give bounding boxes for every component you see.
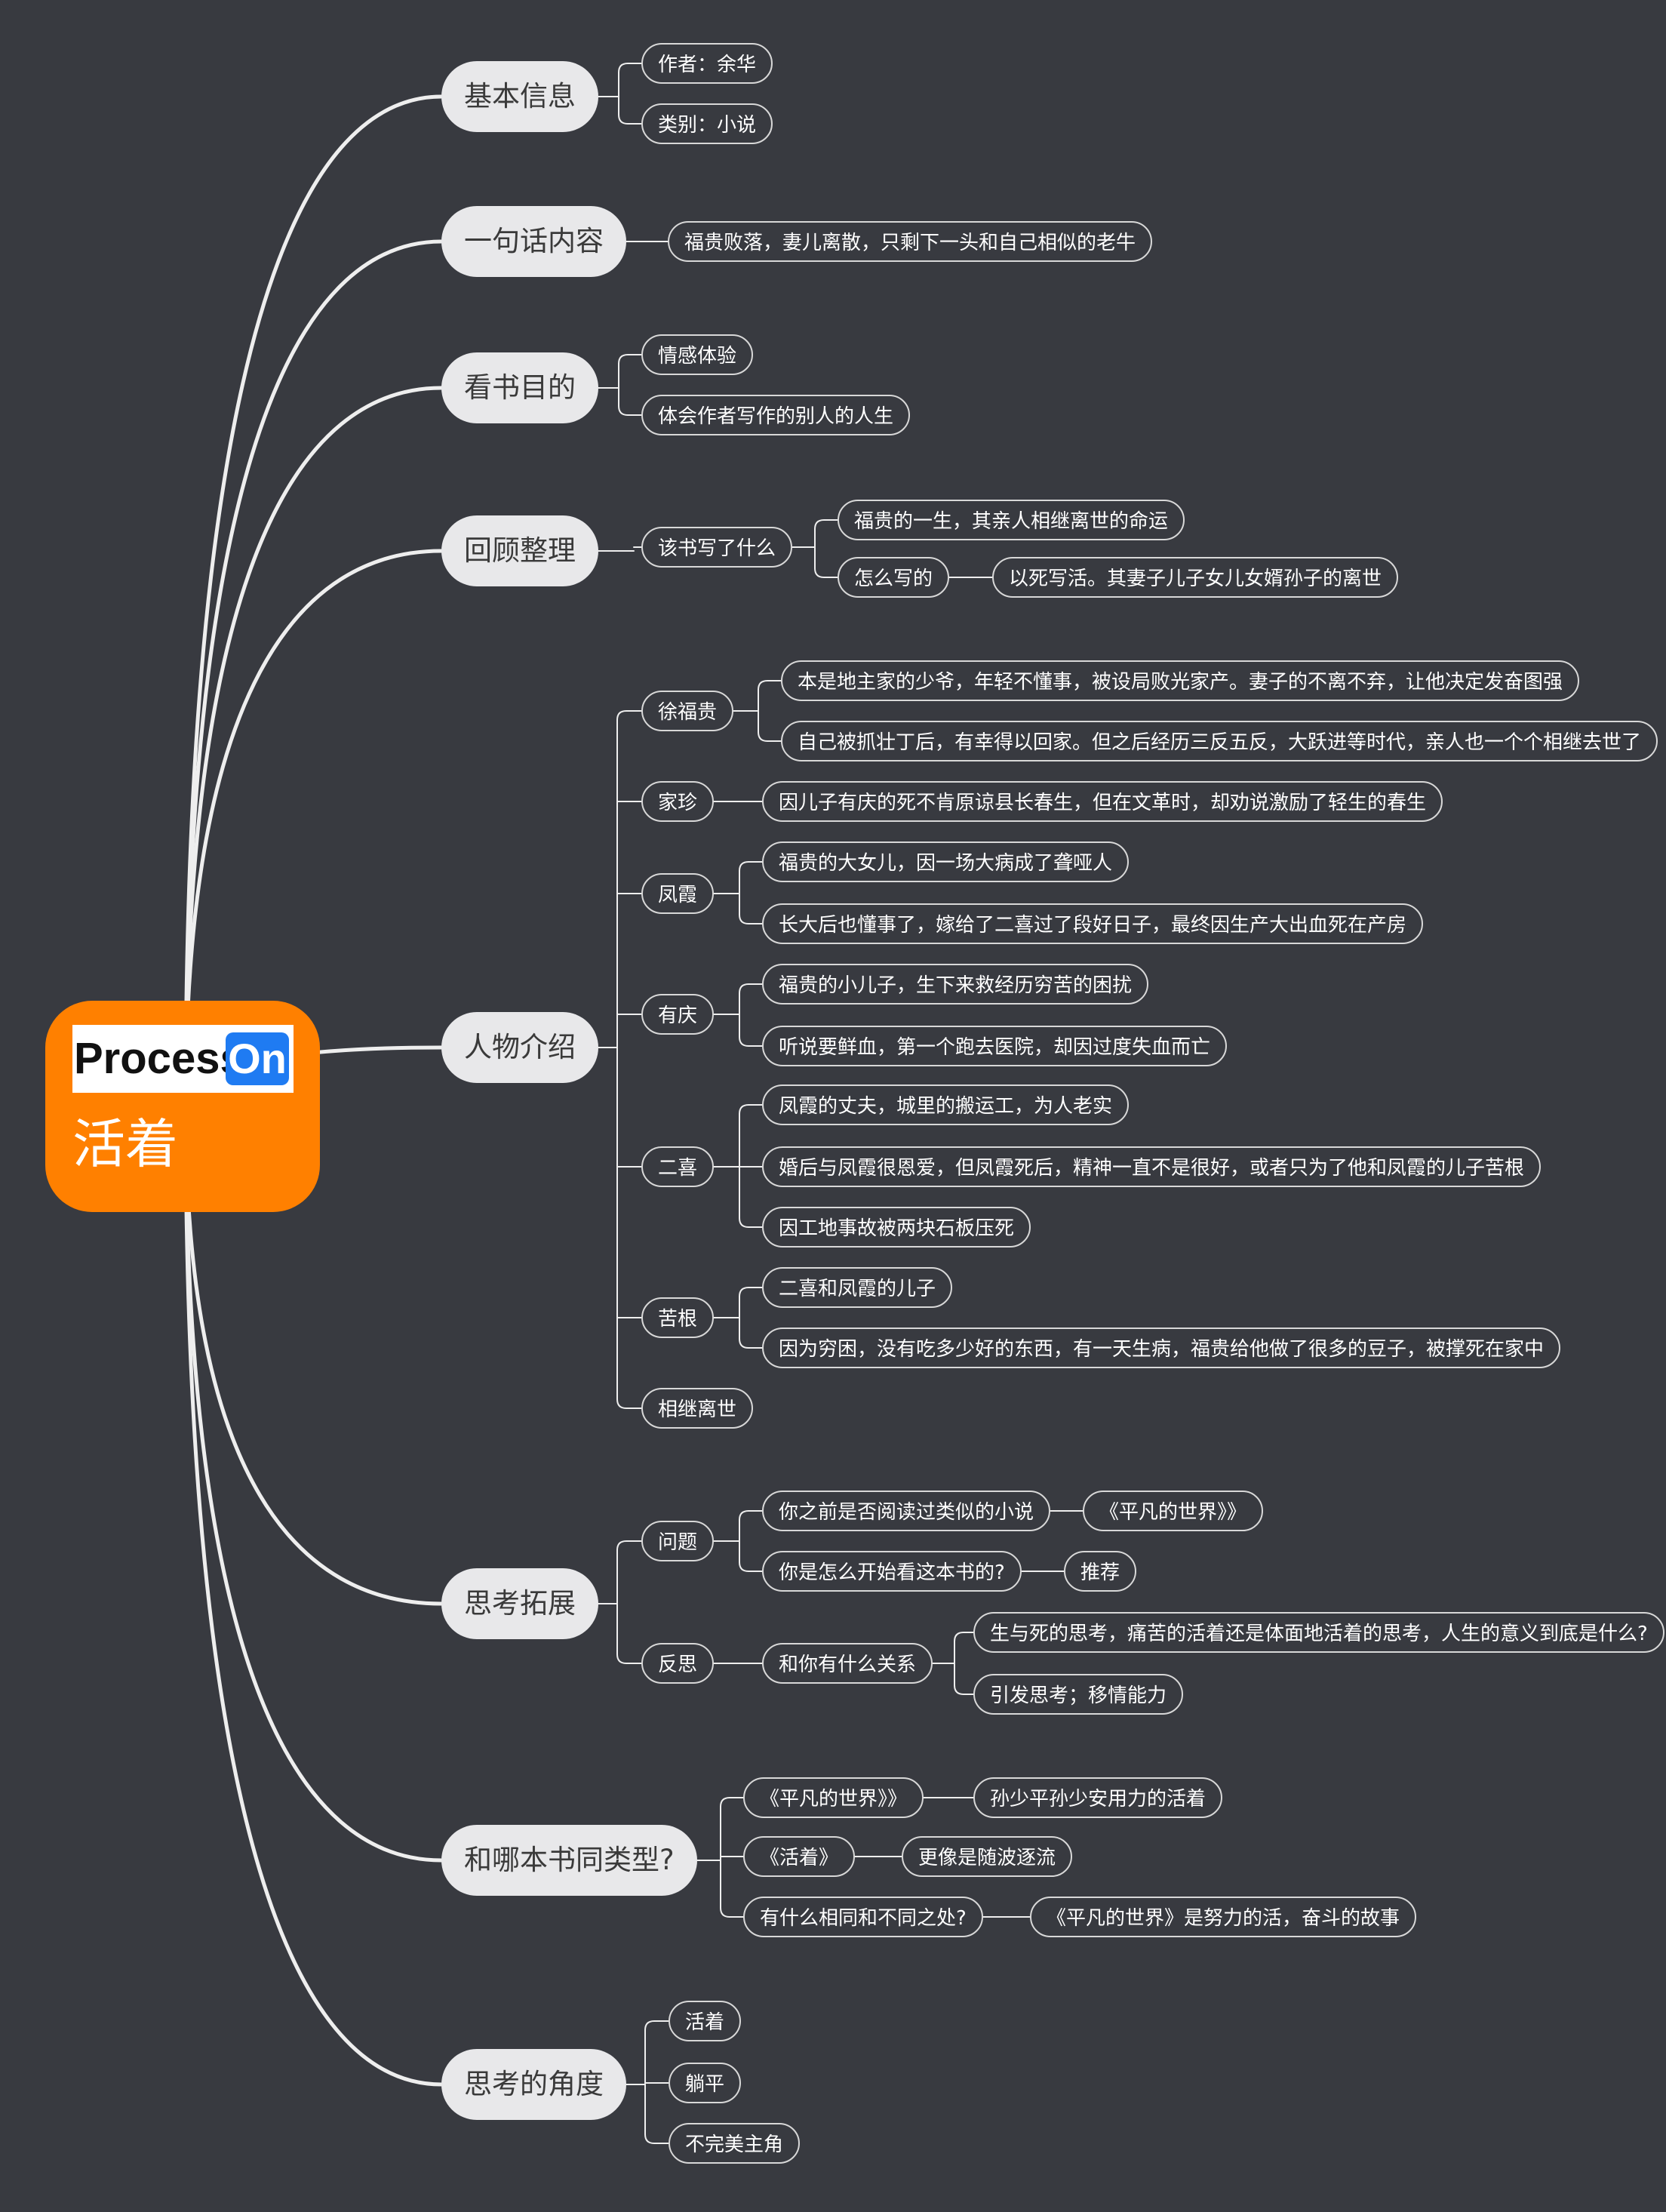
root-topic[interactable]: Process On 活着 bbox=[45, 1001, 320, 1212]
leaf-category[interactable]: 类别：小说 bbox=[641, 103, 773, 144]
leaf-purpose-life[interactable]: 体会作者写作的别人的人生 bbox=[641, 395, 911, 435]
topic-angle[interactable]: 思考的角度 bbox=[441, 2049, 626, 2120]
topic-purpose[interactable]: 看书目的 bbox=[441, 352, 598, 423]
root-title: 活着 bbox=[72, 1113, 178, 1175]
leaf-relation-empathy[interactable]: 引发思考；移情能力 bbox=[973, 1674, 1184, 1715]
connector bbox=[618, 114, 642, 125]
leaf-q1-answer[interactable]: 《平凡的世界》》 bbox=[1083, 1491, 1264, 1531]
leaf-relation[interactable]: 和你有什么关系 bbox=[762, 1643, 933, 1684]
leaf-angle-imperfect[interactable]: 不完美主角 bbox=[669, 2123, 801, 2164]
leaf-reflect[interactable]: 反思 bbox=[641, 1643, 715, 1684]
connector bbox=[720, 1797, 744, 1807]
connector bbox=[954, 1684, 974, 1695]
connector bbox=[739, 1104, 763, 1115]
leaf-similar-book[interactable]: 《平凡的世界》》 bbox=[743, 1777, 924, 1818]
connector bbox=[644, 2134, 669, 2144]
leaf-review-how-answer[interactable]: 以死写活。其妻子儿子女儿女婿孙子的离世 bbox=[992, 557, 1399, 598]
leaf-similar-book[interactable]: 《活着》 bbox=[743, 1836, 856, 1877]
processon-logo: Process On bbox=[72, 1025, 294, 1093]
character-0[interactable]: 徐福贵 bbox=[641, 691, 734, 731]
character-desc[interactable]: 福贵的小儿子，生下来救经历穷苦的困扰 bbox=[762, 964, 1149, 1004]
connector bbox=[616, 1398, 642, 1409]
character-6[interactable]: 相继离世 bbox=[641, 1388, 754, 1429]
topic-thinking[interactable]: 思考拓展 bbox=[441, 1568, 598, 1639]
connector bbox=[618, 63, 642, 73]
connector bbox=[616, 1540, 642, 1551]
leaf-q1[interactable]: 你之前是否阅读过类似的小说 bbox=[762, 1491, 1051, 1531]
connector bbox=[739, 983, 763, 994]
connector bbox=[183, 94, 444, 1109]
character-desc[interactable]: 因儿子有庆的死不肯原谅县长春生，但在文革时，却劝说激励了轻生的春生 bbox=[762, 781, 1443, 822]
topic-summary[interactable]: 一句话内容 bbox=[441, 206, 626, 277]
connector bbox=[183, 239, 444, 1109]
connector bbox=[814, 568, 838, 578]
leaf-similar-book[interactable]: 有什么相同和不同之处? bbox=[743, 1897, 983, 1937]
leaf-q2[interactable]: 你是怎么开始看这本书的? bbox=[762, 1551, 1022, 1592]
connector bbox=[183, 1104, 444, 1606]
connector bbox=[618, 405, 642, 416]
character-desc[interactable]: 因工地事故被两块石板压死 bbox=[762, 1207, 1031, 1248]
connector bbox=[739, 861, 763, 872]
connector bbox=[183, 1104, 444, 1863]
character-desc[interactable]: 福贵的大女儿，因一场大病成了聋哑人 bbox=[762, 841, 1130, 882]
leaf-author[interactable]: 作者：余华 bbox=[641, 43, 773, 84]
leaf-similar-note[interactable]: 《平凡的世界》是努力的活，奋斗的故事 bbox=[1030, 1897, 1417, 1937]
character-2[interactable]: 凤霞 bbox=[641, 873, 715, 914]
topic-characters[interactable]: 人物介绍 bbox=[441, 1012, 598, 1083]
connector bbox=[618, 354, 642, 365]
connector bbox=[758, 731, 782, 742]
topic-review[interactable]: 回顾整理 bbox=[441, 515, 598, 586]
character-desc[interactable]: 凤霞的丈夫，城里的搬运工，为人老实 bbox=[762, 1084, 1130, 1125]
character-desc[interactable]: 听说要鲜血，第一个跑去医院，却因过度失血而亡 bbox=[762, 1026, 1228, 1066]
connector bbox=[758, 680, 782, 691]
connector bbox=[616, 710, 642, 721]
character-4[interactable]: 二喜 bbox=[641, 1146, 715, 1187]
connector bbox=[183, 549, 444, 1109]
connector bbox=[739, 1510, 763, 1521]
topic-similar[interactable]: 和哪本书同类型? bbox=[441, 1825, 697, 1896]
character-1[interactable]: 家珍 bbox=[641, 781, 715, 822]
leaf-q2-answer[interactable]: 推荐 bbox=[1064, 1551, 1137, 1592]
leaf-purpose-emotion[interactable]: 情感体验 bbox=[641, 334, 754, 375]
character-desc[interactable]: 本是地主家的少爷，年轻不懂事，被设局败光家产。妻子的不离不弃，让他决定发奋图强 bbox=[781, 660, 1580, 701]
connector bbox=[739, 1287, 763, 1297]
leaf-review-how[interactable]: 怎么写的 bbox=[838, 557, 950, 598]
leaf-angle-live[interactable]: 活着 bbox=[669, 2001, 742, 2041]
leaf-summary[interactable]: 福贵败落，妻儿离散，只剩下一头和自己相似的老牛 bbox=[668, 221, 1153, 262]
character-3[interactable]: 有庆 bbox=[641, 994, 715, 1035]
connector bbox=[183, 1104, 444, 2087]
leaf-review-fate[interactable]: 福贵的一生，其亲人相继离世的命运 bbox=[838, 500, 1185, 540]
connector bbox=[739, 1338, 763, 1349]
character-5[interactable]: 苦根 bbox=[641, 1297, 715, 1338]
leaf-similar-note[interactable]: 更像是随波逐流 bbox=[902, 1836, 1073, 1877]
connector bbox=[814, 519, 838, 530]
connector bbox=[739, 1217, 763, 1228]
leaf-review-what[interactable]: 该书写了什么 bbox=[641, 527, 793, 568]
connector bbox=[644, 2020, 669, 2031]
connector bbox=[183, 386, 444, 1109]
topic-basic-info[interactable]: 基本信息 bbox=[441, 61, 598, 132]
character-desc[interactable]: 婚后与凤霞很恩爱，但凤霞死后，精神一直不是很好，或者只为了他和凤霞的儿子苦根 bbox=[762, 1146, 1542, 1187]
character-desc[interactable]: 长大后也懂事了，嫁给了二喜过了段好日子，最终因生产大出血死在产房 bbox=[762, 903, 1424, 944]
leaf-relation-life-death[interactable]: 生与死的思考，痛苦的活着还是体面地活着的思考，人生的意义到底是什么? bbox=[973, 1612, 1664, 1653]
connector bbox=[954, 1632, 974, 1642]
character-desc[interactable]: 二喜和凤霞的儿子 bbox=[762, 1267, 953, 1308]
connector bbox=[720, 1907, 744, 1918]
connector bbox=[739, 1561, 763, 1572]
leaf-similar-note[interactable]: 孙少平孙少安用力的活着 bbox=[973, 1777, 1223, 1818]
character-desc[interactable]: 自己被抓壮丁后，有幸得以回家。但之后经历三反五反，大跃进等时代，亲人也一个个相继… bbox=[781, 721, 1658, 761]
logo-wordmark: Process bbox=[74, 1034, 244, 1083]
character-desc[interactable]: 因为穷困，没有吃多少好的东西，有一天生病，福贵给他做了很多的豆子，被撑死在家中 bbox=[762, 1328, 1561, 1368]
connector bbox=[616, 1654, 642, 1664]
leaf-angle-lie-flat[interactable]: 躺平 bbox=[669, 2063, 742, 2103]
logo-on-badge: On bbox=[226, 1032, 289, 1085]
connector bbox=[739, 1036, 763, 1047]
leaf-question[interactable]: 问题 bbox=[641, 1521, 715, 1561]
connector bbox=[739, 914, 763, 924]
